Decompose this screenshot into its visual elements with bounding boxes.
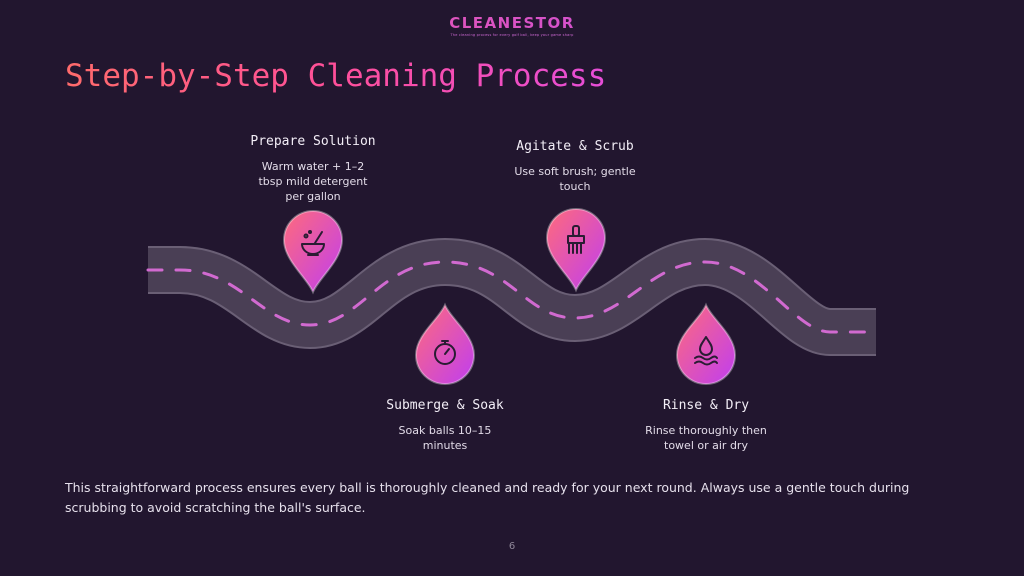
pin-prepare-solution: [282, 210, 344, 295]
pin-agitate-scrub: [545, 208, 607, 293]
road-lane-dashes: [146, 260, 878, 334]
footer-text: This straightforward process ensures eve…: [65, 480, 910, 515]
brand-logo: CLEANESTOR The cleaning process for ever…: [0, 14, 1024, 37]
step-description: Rinse thoroughly then towel or air dry: [645, 424, 767, 452]
step-description: Use soft brush; gentle touch: [514, 165, 636, 193]
step-title: Agitate & Scrub: [516, 139, 634, 154]
step-prepare-solution: Prepare Solution Warm water + 1–2 tbsp m…: [233, 134, 393, 204]
step-title: Prepare Solution: [250, 134, 376, 149]
pin-rinse-dry: [675, 302, 737, 385]
mortar-pestle-icon: [301, 230, 325, 256]
step-description: Soak balls 10–15 minutes: [398, 424, 492, 452]
brush-icon: [567, 225, 585, 254]
page-number: 6: [508, 541, 516, 552]
water-drop-icon: [694, 336, 718, 366]
step-rinse-dry: Rinse & Dry Rinse thoroughly then towel …: [628, 398, 784, 453]
step-agitate-scrub: Agitate & Scrub Use soft brush; gentle t…: [498, 139, 652, 194]
stopwatch-icon: [434, 340, 456, 365]
pin-submerge-soak: [414, 302, 476, 385]
step-submerge-soak: Submerge & Soak Soak balls 10–15 minutes: [368, 398, 522, 453]
brand-name: CLEANESTOR: [0, 14, 1024, 32]
step-title: Submerge & Soak: [386, 398, 504, 413]
step-title: Rinse & Dry: [662, 398, 750, 413]
brand-tagline: The cleaning process for every golf ball…: [450, 33, 574, 37]
slide-title: Step-by-Step Cleaning Process: [65, 58, 607, 94]
step-description: Warm water + 1–2 tbsp mild detergent per…: [258, 160, 368, 203]
